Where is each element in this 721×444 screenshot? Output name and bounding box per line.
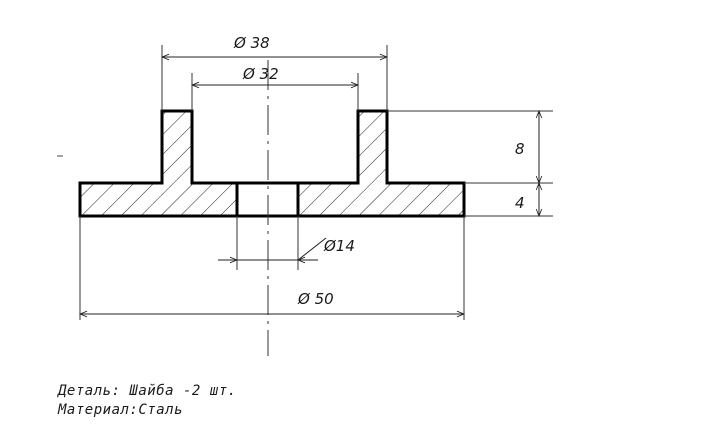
dim-label-h8: 8 — [515, 140, 525, 158]
dim-label-h4: 4 — [515, 194, 525, 212]
dim-label-d32: Ø 32 — [242, 65, 279, 83]
caption-material: Материал:Сталь — [58, 402, 184, 418]
dim-label-d14: Ø14 — [323, 237, 355, 255]
extension-lines — [79, 45, 553, 320]
dim-line-d14-leader — [297, 237, 327, 261]
dim-label-d38: Ø 38 — [233, 34, 270, 52]
section-hatch-left — [80, 111, 237, 216]
section-hatch-right — [298, 111, 464, 216]
dimension-lines — [80, 57, 539, 314]
caption-part-name: Деталь: Шайба -2 шт. — [58, 383, 237, 399]
dim-label-d50: Ø 50 — [297, 290, 334, 308]
